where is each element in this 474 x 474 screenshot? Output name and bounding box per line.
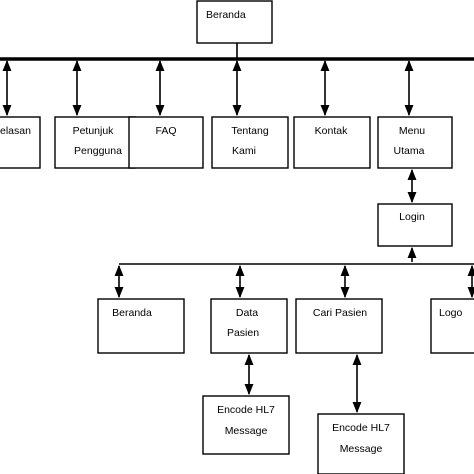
kontak-box (293, 116, 371, 169)
beranda-label: Beranda (112, 307, 152, 319)
faq-box (128, 116, 204, 169)
root-label: Beranda (206, 9, 246, 21)
root-box (196, 0, 273, 44)
penjelasan-label: elasan (0, 125, 31, 137)
encode-hl7-box-2 (317, 413, 405, 474)
encode-1-label-1: Encode HL7 (217, 404, 275, 416)
menu-utama-box (377, 116, 453, 169)
faq-label: FAQ (155, 125, 176, 137)
beranda-box (97, 298, 185, 354)
logout-label: Logo (439, 307, 463, 319)
encode-2-label-2: Message (340, 443, 383, 455)
data-pasien-box (210, 298, 288, 354)
cari-pasien-box (295, 298, 383, 354)
petunjuk-label-1: Petunjuk (73, 125, 115, 137)
data-pasien-label-1: Data (236, 307, 258, 319)
kontak-label: Kontak (315, 125, 348, 137)
menu-utama-label-1: Menu (399, 125, 425, 137)
logout-box (430, 298, 474, 354)
tentang-kami-box (211, 116, 289, 169)
tentang-label-1: Tentang (231, 125, 269, 137)
encode-1-label-2: Message (225, 425, 268, 437)
petunjuk-pengguna-box (54, 116, 136, 169)
encode-hl7-box-1 (202, 395, 290, 455)
tentang-label-2: Kami (232, 145, 256, 157)
petunjuk-label-2: Pengguna (74, 145, 122, 157)
encode-2-label-1: Encode HL7 (332, 422, 390, 434)
cari-pasien-label: Cari Pasien (313, 307, 367, 319)
data-pasien-label-2: Pasien (227, 327, 259, 339)
menu-utama-label-2: Utama (394, 145, 425, 157)
login-label: Login (399, 211, 425, 223)
login-box (377, 203, 453, 247)
penjelasan-box (0, 116, 41, 169)
